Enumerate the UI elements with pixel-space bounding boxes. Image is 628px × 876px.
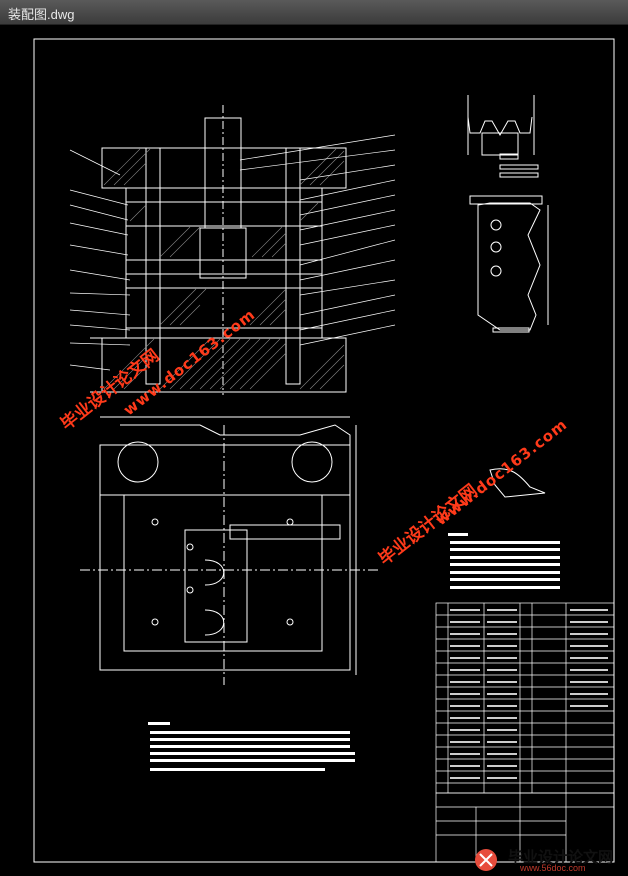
footer-site: www.56doc.com [520,863,586,873]
footer-logo-text: 毕业设计论文网 [508,848,614,866]
leaders-right [239,134,396,346]
detail-punch-profile [467,95,539,178]
leaders-left [69,149,131,371]
section-view [90,105,347,395]
drawing-border [33,38,615,863]
detail-hook [489,468,546,498]
tech-requirements [148,722,355,771]
window-title: 装配图.dwg [8,7,75,22]
title-block [435,792,615,863]
parts-list [435,602,615,794]
plan-view [80,416,380,685]
footer-logo: 毕业设计论文网 www.56doc.com [470,844,628,874]
cad-drawing [33,38,615,863]
section-hatching [103,148,345,390]
notes-block [448,533,560,589]
parts-list-text [450,609,608,779]
drawing-canvas[interactable]: 毕业设计论文网 www.doc163.com 毕业设计论文网 www.doc16… [0,25,628,876]
logo-icon [475,849,497,871]
detail-strip [469,195,549,333]
title-bar: 装配图.dwg [0,0,628,25]
